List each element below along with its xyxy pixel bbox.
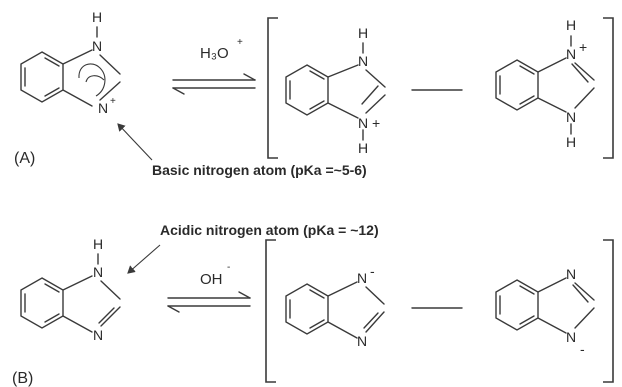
electron-arrow-curve (78, 63, 106, 97)
n3-minus-b3: - (580, 341, 585, 357)
hydroxide-charge: - (227, 262, 230, 273)
n1-atom-b2: N (357, 270, 367, 286)
n3-plus-a1: + (110, 96, 116, 107)
acidic-n-pointer-arrow (127, 244, 161, 274)
n1-atom-b3: N (566, 266, 576, 282)
n1-plus-a3: + (579, 39, 587, 55)
h1-atom-a3: H (566, 17, 576, 33)
hydronium-charge: + (237, 37, 243, 48)
h3-atom-a3: H (566, 134, 576, 150)
basic-n-pointer-arrow (117, 123, 153, 161)
h-atom-b1: H (93, 236, 103, 252)
electron-arrow-inner (85, 75, 105, 83)
h1-atom-a2: H (358, 25, 368, 41)
h-atom-a1: H (92, 9, 102, 25)
hydronium-reagent: H₃O (200, 45, 229, 62)
right-bracket-b (603, 239, 614, 383)
n3-atom-b2: N (357, 333, 367, 349)
benzimidazole-a-structure (20, 26, 121, 107)
n3-atom-b1: N (93, 327, 103, 343)
benzimidazole-b-structure (20, 253, 121, 333)
benzimidazolide-b2-structure (285, 281, 385, 339)
equilibrium-arrows-a (172, 73, 256, 95)
left-bracket-b (265, 239, 276, 383)
benzimidazolide-b3-structure (495, 277, 595, 334)
n3-plus-a2: + (372, 115, 380, 131)
acidic-nitrogen-annotation: Acidic nitrogen atom (pKa = ~12) (160, 222, 379, 238)
panel-a-label: (A) (14, 150, 35, 167)
right-bracket-a (603, 17, 614, 159)
n3-atom-a1: N (98, 100, 108, 116)
h3-atom-a2: H (358, 140, 368, 156)
n3-atom-b3: N (566, 329, 576, 345)
n1-atom-a1: N (92, 38, 102, 54)
n1-minus-b2: - (370, 263, 375, 279)
panel-b: Acidic nitrogen atom (pKa = ~12) N H N (… (12, 222, 614, 387)
benzimidazolium-a2-structure (285, 42, 386, 141)
benzimidazolium-a3-structure (495, 35, 595, 135)
n1-atom-a2: N (358, 53, 368, 69)
n3-atom-a3: N (566, 109, 576, 125)
basic-nitrogen-annotation: Basic nitrogen atom (pKa =~5-6) (152, 162, 367, 178)
n1-atom-a3: N (566, 46, 576, 62)
panel-b-label: (B) (12, 370, 33, 387)
hydroxide-reagent: OH (200, 271, 223, 288)
panel-a: N H N + Basic nitrogen atom (pKa =~5-6) … (14, 9, 614, 178)
equilibrium-arrows-b (167, 291, 251, 313)
n1-atom-b1: N (93, 264, 103, 280)
n3-atom-a2: N (358, 115, 368, 131)
left-bracket-a (267, 17, 278, 159)
